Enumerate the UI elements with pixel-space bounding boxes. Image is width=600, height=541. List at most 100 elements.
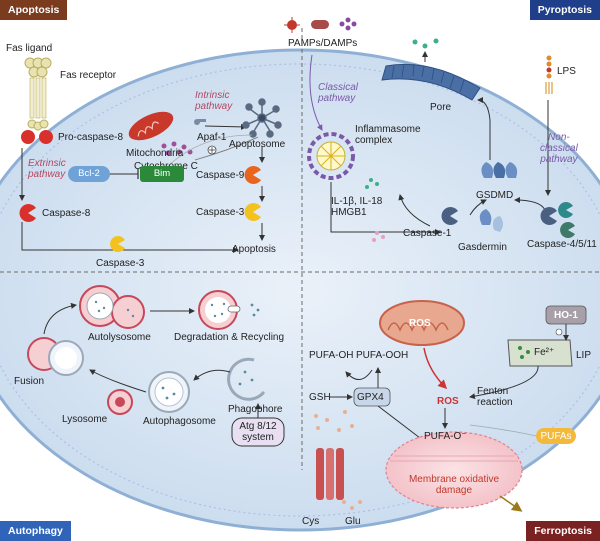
label-ho-1: HO-1 xyxy=(554,310,578,321)
tag-pyroptosis: Pyroptosis xyxy=(529,0,600,20)
label-fas-receptor: Fas receptor xyxy=(60,70,117,81)
label-gsdmd: GSDMD xyxy=(476,190,514,201)
pore-icon xyxy=(381,63,481,101)
label-lip: LIP xyxy=(576,350,592,361)
caspase-8-icon xyxy=(19,204,36,223)
label-fenton-reaction: Fenton reaction xyxy=(477,386,513,408)
label-gsh: GSH xyxy=(309,392,331,403)
label-pore: Pore xyxy=(430,102,452,113)
lps-icon xyxy=(545,55,553,94)
inflammasome-icon xyxy=(307,132,355,180)
phagophore-icon xyxy=(227,357,266,401)
arrow-casp4-gasdermin xyxy=(514,197,546,211)
label-lps: LPS xyxy=(557,66,576,77)
label-ros: ROS xyxy=(437,396,459,407)
label-classical-pathway: Classical pathway xyxy=(318,82,359,104)
arrow-fusion-autolysosome xyxy=(43,302,77,335)
gsdmd-icon xyxy=(481,162,518,178)
label-ros-mitochondria: ROS xyxy=(409,318,431,329)
autophagosome-icon xyxy=(148,371,190,413)
arrow-caspase8-apoptosis xyxy=(21,222,239,253)
label-membrane-damage: Membrane oxidative damage xyxy=(408,474,500,496)
tag-autophagy: Autophagy xyxy=(0,521,71,541)
gpx4-box xyxy=(353,387,391,407)
caspase-4-icon xyxy=(540,206,557,226)
label-extrinsic-pathway: Extrinsic pathway xyxy=(28,158,66,180)
membrane-lines xyxy=(390,455,518,462)
arrow-pufas-pufao xyxy=(469,424,537,437)
caspase-11-icon xyxy=(560,221,575,238)
caspase-9-icon xyxy=(244,166,261,184)
label-autophagosome: Autophagosome xyxy=(143,416,216,427)
label-atg-system: Atg 8/12 system xyxy=(239,421,277,443)
label-glu: Glu xyxy=(345,516,361,527)
iron-icon xyxy=(518,346,530,359)
pro-caspase-8-icon xyxy=(39,130,53,144)
cytokine-icon xyxy=(365,178,379,189)
released-molecules-icon xyxy=(412,38,439,49)
degradation-icon xyxy=(198,290,260,330)
transporter-icon xyxy=(316,448,344,500)
lip-box xyxy=(507,339,573,367)
label-apaf-1: Apaf-1 xyxy=(197,132,227,143)
lysosome-icon xyxy=(107,389,133,415)
apoptosome-icon xyxy=(242,98,282,138)
label-cys: Cys xyxy=(302,516,320,527)
arrow-phagophore-autophagosome xyxy=(193,369,231,381)
label-phagophore: Phagophore xyxy=(228,404,283,415)
bcl-2-pill: Bcl-2 xyxy=(68,166,110,182)
label-fe2: Fe²⁺ xyxy=(534,347,555,358)
label-inflammasome: Inflammasome complex xyxy=(355,124,421,146)
label-non-classical-pathway: Non- classical pathway xyxy=(540,132,578,165)
label-caspase-3: Caspase-3 xyxy=(196,207,245,218)
label-fusion: Fusion xyxy=(14,376,45,387)
arrow-autophagosome-fusion xyxy=(89,369,147,393)
cys-glu-molecules xyxy=(314,410,362,510)
label-caspase-1: Caspase-1 xyxy=(403,228,452,239)
label-autolysosome: Autolysosome xyxy=(88,332,151,343)
tag-apoptosis: Apoptosis xyxy=(0,0,68,20)
arrow-apaf1-apoptosome xyxy=(204,123,247,130)
label-pufa-o: PUFA-O⁻ xyxy=(424,431,467,442)
membrane-damage-area xyxy=(385,431,523,509)
label-intrinsic-pathway: Intrinsic pathway xyxy=(195,90,233,112)
label-degradation-recycling: Degradation & Recycling xyxy=(174,332,285,343)
arrow-casp1-cytokine xyxy=(398,194,431,227)
label-caspase-8: Caspase-8 xyxy=(42,208,91,219)
label-pufa-ooh: PUFA-OOH xyxy=(356,350,409,361)
caspase-1-icon xyxy=(441,206,458,226)
arrow-to-ferroptosis xyxy=(499,495,523,512)
label-caspase-4-5-11: Caspase-4/5/11 xyxy=(527,239,597,250)
label-pro-caspase-8: Pro-caspase-8 xyxy=(58,132,124,143)
arrow-classical xyxy=(309,54,323,131)
caspase-3-left-icon xyxy=(110,236,125,253)
ferroptosis-mitochondria-icon xyxy=(379,300,465,346)
pro-caspase-8-icon xyxy=(21,130,35,144)
fusion-icon xyxy=(27,337,84,376)
label-caspase-9: Caspase-9 xyxy=(196,170,245,181)
pufas-pill xyxy=(536,428,576,444)
inhibit-gpx4-pufao xyxy=(377,405,421,439)
apaf-1-icon xyxy=(194,119,206,125)
label-mitochondria: Mitochondria xyxy=(126,148,184,159)
label-pufa-oh: PUFA-OH xyxy=(309,350,354,361)
gasdermin-icon xyxy=(479,209,503,232)
cytokine-pro-icon xyxy=(372,231,385,242)
label-lysosome: Lysosome xyxy=(62,414,108,425)
plus-circle-icon xyxy=(555,328,563,336)
arrow-inflammasome-casp1 xyxy=(330,182,441,235)
mitochondria-icon xyxy=(128,111,174,141)
arrow-casp1-gasdermin xyxy=(469,199,487,216)
fas-receptor-icon xyxy=(24,57,52,131)
cell-membrane xyxy=(0,48,600,532)
tag-ferroptosis: Ferroptosis xyxy=(526,521,600,541)
label-gpx4: GPX4 xyxy=(357,392,384,403)
cell-membrane-inner xyxy=(0,63,600,517)
label-fas-ligand: Fas ligand xyxy=(6,43,53,54)
label-pamps-damps: PAMPs/DAMPs xyxy=(288,38,358,49)
caspase-5-icon xyxy=(558,201,573,218)
arrow-pufaooh-pufaoh xyxy=(345,369,373,380)
label-caspase-3-left: Caspase-3 xyxy=(96,258,145,269)
